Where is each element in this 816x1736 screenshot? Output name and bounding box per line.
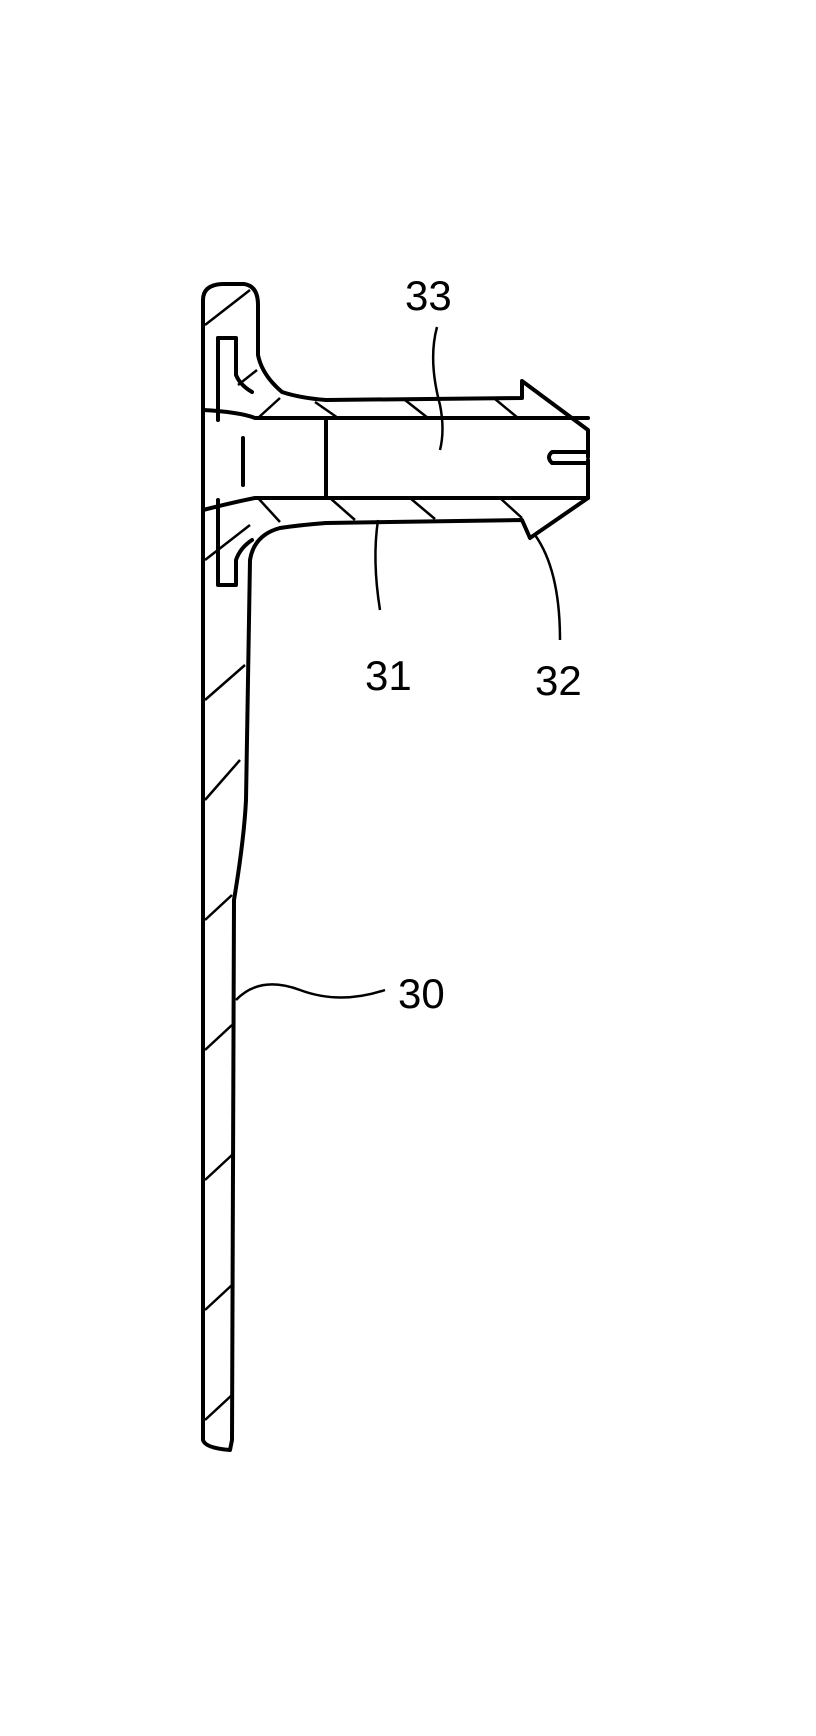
hatch: [204, 1154, 233, 1181]
hatch: [204, 664, 246, 701]
leader-lines: [235, 326, 562, 1001]
hatch: [204, 1024, 233, 1051]
hatch: [204, 1394, 233, 1421]
label-33: 33: [405, 272, 452, 319]
hatch: [237, 369, 258, 386]
hatch: [204, 759, 241, 801]
label-32: 32: [535, 657, 582, 704]
hatch: [204, 524, 251, 561]
hatch: [204, 1284, 233, 1311]
hatch: [204, 894, 233, 921]
leader-33: [431, 326, 444, 451]
tube-31: [201, 379, 590, 540]
leader-30: [235, 983, 386, 1001]
label-31: 31: [365, 652, 412, 699]
leader-31: [374, 519, 382, 611]
label-30: 30: [398, 970, 445, 1017]
leader-32: [533, 534, 562, 641]
plate-30: [201, 282, 328, 1452]
hatch: [204, 289, 251, 326]
